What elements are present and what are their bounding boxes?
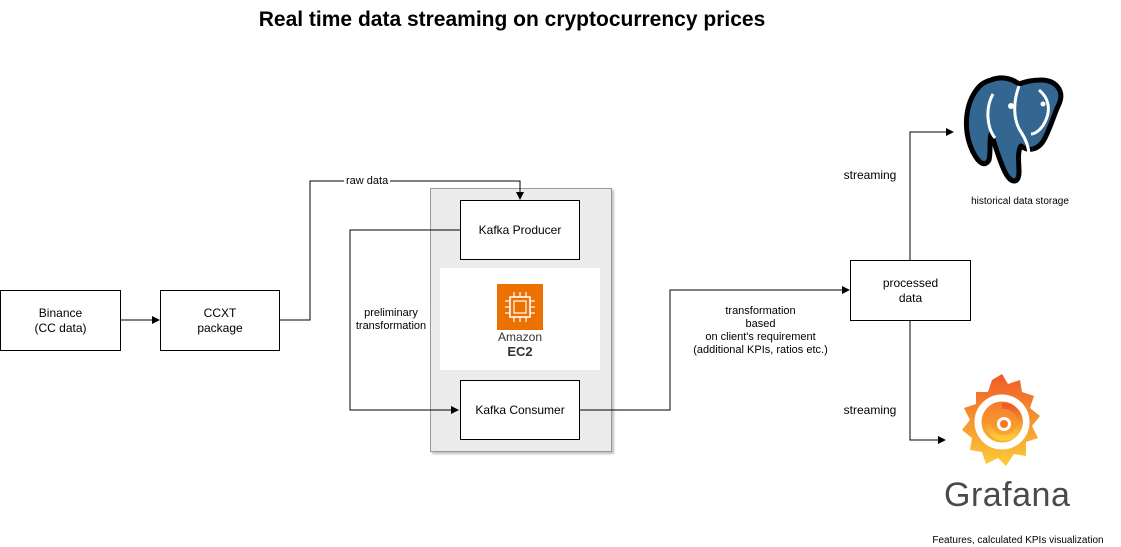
grafana-logo-icon [962,374,1040,466]
ccxt-node[interactable]: CCXT package [160,290,280,351]
streaming-top-label: streaming [843,168,897,182]
edge-preliminary [349,229,460,414]
postgres-caption: historical data storage [971,196,1069,207]
ec2-icon [497,284,543,330]
ec2-brand-label: Amazon [497,330,543,344]
preliminary-transformation-label: preliminary transformation [352,307,430,333]
transformation-label: transformation based on client's require… [693,305,828,356]
grafana-caption: Features, calculated KPIs visualization [932,535,1104,546]
grafana-wordmark: Grafana [944,476,1071,514]
ec2-service-label: EC2 [507,344,533,359]
raw-data-label: raw data [344,175,391,188]
binance-node[interactable]: Binance (CC data) [0,290,121,351]
edge-streaming-top [909,128,954,261]
kafka-consumer-node[interactable]: Kafka Consumer [460,380,580,440]
edge-transformation [580,286,850,411]
edge-streaming-bottom [909,320,946,444]
postgresql-elephant-icon [963,75,1064,184]
edge-raw-data [280,180,524,321]
diagram-title: Real time data streaming on cryptocurren… [258,8,766,31]
kafka-producer-node[interactable]: Kafka Producer [460,200,580,260]
processed-data-node[interactable]: processed data [850,260,971,321]
streaming-bottom-label: streaming [843,403,897,417]
